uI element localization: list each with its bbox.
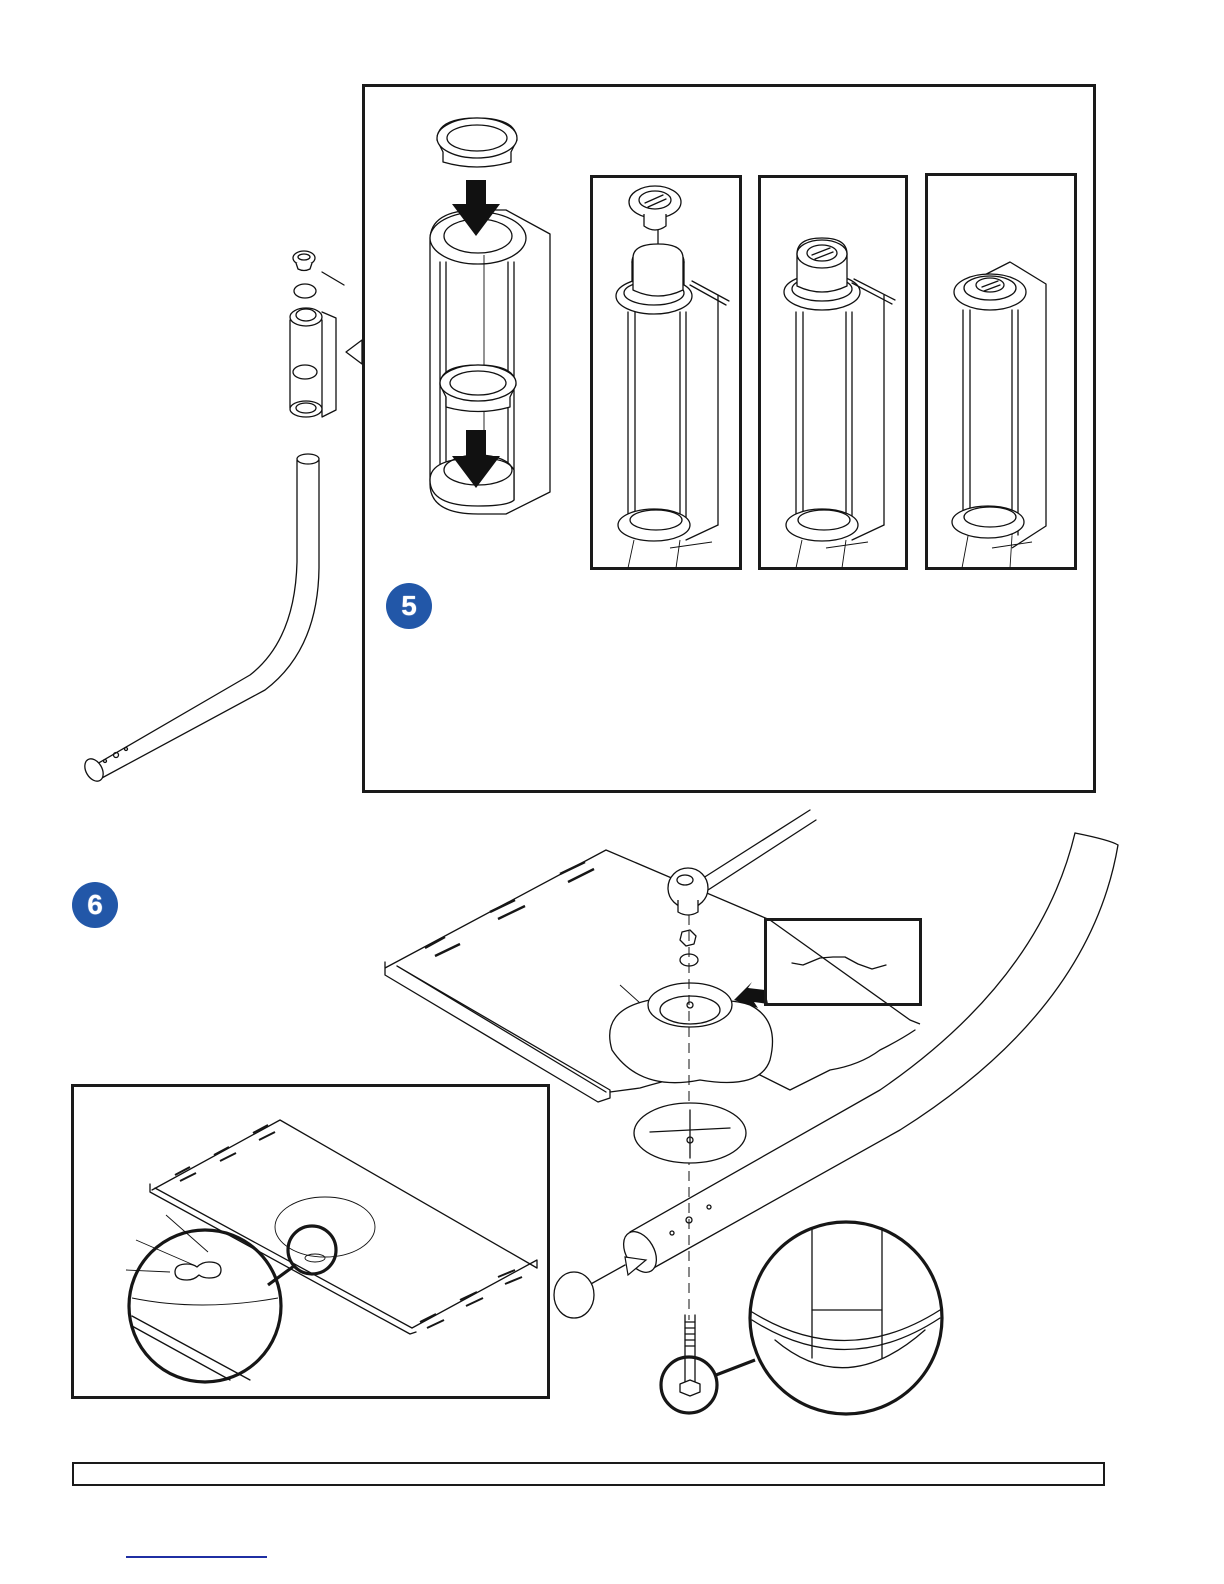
keyhole-callout (288, 1226, 336, 1274)
overview-shelf-slots (175, 1125, 522, 1328)
keyhole-detail (129, 1230, 281, 1382)
caption-box (72, 1462, 1105, 1486)
keyhole-slot (305, 1254, 325, 1262)
footer-link[interactable] (126, 1556, 267, 1558)
shelf-overview-plate (150, 1120, 537, 1334)
